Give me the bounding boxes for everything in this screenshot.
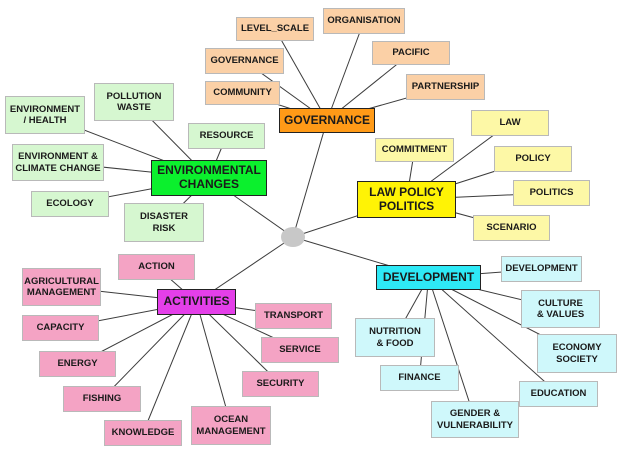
knowledge-node: KNOWLEDGE bbox=[104, 420, 182, 446]
environment-health-node: ENVIRONMENT / HEALTH bbox=[5, 96, 85, 134]
disaster-risk-node: DISASTER RISK bbox=[124, 203, 204, 242]
capacity-node: CAPACITY bbox=[22, 315, 99, 341]
scenario-node: SCENARIO bbox=[473, 215, 550, 241]
branch-connector-line bbox=[196, 301, 281, 385]
gender-vulnerability-node: GENDER & VULNERABILITY bbox=[431, 401, 519, 438]
environment-climate-change-node: ENVIRONMENT & CLIMATE CHANGE bbox=[12, 144, 104, 181]
action-node: ACTION bbox=[118, 254, 195, 280]
law-policy-politics-hub: LAW POLICY POLITICS bbox=[357, 181, 456, 218]
security-node: SECURITY bbox=[242, 371, 319, 397]
center-node bbox=[281, 227, 305, 247]
service-node: SERVICE bbox=[261, 337, 339, 363]
branch-connector-line bbox=[326, 20, 365, 121]
fishing-node: FISHING bbox=[63, 386, 141, 412]
development-hub: DEVELOPMENT bbox=[376, 265, 481, 290]
pacific-node: PACIFIC bbox=[372, 41, 450, 65]
energy-node: ENERGY bbox=[39, 351, 116, 377]
partnership-node: PARTNERSHIP bbox=[406, 74, 485, 100]
transport-node: TRANSPORT bbox=[255, 303, 332, 329]
pollution-waste-node: POLLUTION WASTE bbox=[94, 83, 174, 121]
branch-connector-line bbox=[101, 301, 197, 400]
law-node: LAW bbox=[471, 110, 549, 136]
economy-society-node: ECONOMY SOCIETY bbox=[537, 334, 617, 373]
organisation-node: ORGANISATION bbox=[323, 8, 405, 34]
culture-values-node: CULTURE & VALUES bbox=[521, 290, 600, 328]
resource-node: RESOURCE bbox=[188, 123, 265, 149]
finance-node: FINANCE bbox=[380, 365, 459, 391]
policy-node: POLICY bbox=[494, 146, 572, 172]
branch-connector-line bbox=[428, 277, 476, 420]
branch-connector-line bbox=[274, 28, 328, 121]
activities-hub: ACTIVITIES bbox=[157, 289, 236, 315]
ocean-management-node: OCEAN MANAGEMENT bbox=[191, 406, 271, 445]
level-scale-node: LEVEL_SCALE bbox=[236, 17, 314, 41]
community-node: COMMUNITY bbox=[205, 81, 280, 105]
politics-node: POLITICS bbox=[513, 180, 590, 206]
center-connector-line bbox=[292, 120, 328, 238]
education-node: EDUCATION bbox=[519, 381, 598, 407]
nutrition-food-node: NUTRITION & FOOD bbox=[355, 318, 435, 357]
ecology-node: ECOLOGY bbox=[31, 191, 109, 217]
development-node: DEVELOPMENT bbox=[501, 256, 582, 282]
environmental-changes-hub: ENVIRONMENTAL CHANGES bbox=[151, 160, 267, 196]
governance-hub: GOVERNANCE bbox=[279, 108, 375, 133]
agricultural-management-node: AGRICULTURAL MANAGEMENT bbox=[22, 268, 101, 306]
branch-connector-line bbox=[196, 301, 232, 426]
branch-connector-line bbox=[428, 277, 559, 395]
branch-connector-line bbox=[142, 301, 197, 434]
commitment-node: COMMITMENT bbox=[375, 138, 454, 162]
governance-node: GOVERNANCE bbox=[205, 48, 284, 74]
